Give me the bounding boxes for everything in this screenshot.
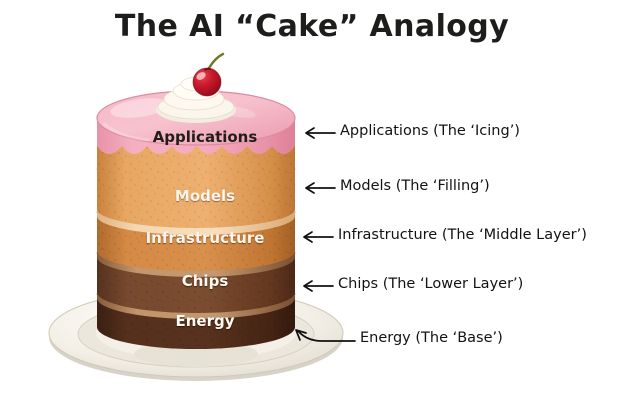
cake-topper (156, 52, 236, 123)
cake-frosting-band (97, 207, 295, 235)
cake-frosting-band (97, 290, 295, 319)
arrow-chips (303, 280, 334, 292)
callout-applications: Applications (The ‘Icing’) (340, 123, 520, 139)
cake-sponge-top (97, 140, 295, 191)
arrow-energy (295, 329, 356, 342)
cake-body (96, 52, 296, 349)
arrow-infrastructure (303, 231, 334, 243)
callout-energy: Energy (The ‘Base’) (360, 330, 503, 346)
callout-chips: Chips (The ‘Lower Layer’) (338, 276, 524, 292)
cherry-stem-icon (207, 52, 225, 70)
leader-arrows (295, 127, 356, 342)
cake-frosting-band (97, 249, 295, 277)
page-title: The AI “Cake” Analogy (114, 9, 510, 44)
callout-infrastructure: Infrastructure (The ‘Middle Layer’) (338, 227, 587, 243)
arrow-models (305, 182, 336, 194)
cherry (192, 52, 225, 97)
arrow-applications (305, 127, 336, 139)
callout-models: Models (The ‘Filling’) (340, 178, 490, 194)
